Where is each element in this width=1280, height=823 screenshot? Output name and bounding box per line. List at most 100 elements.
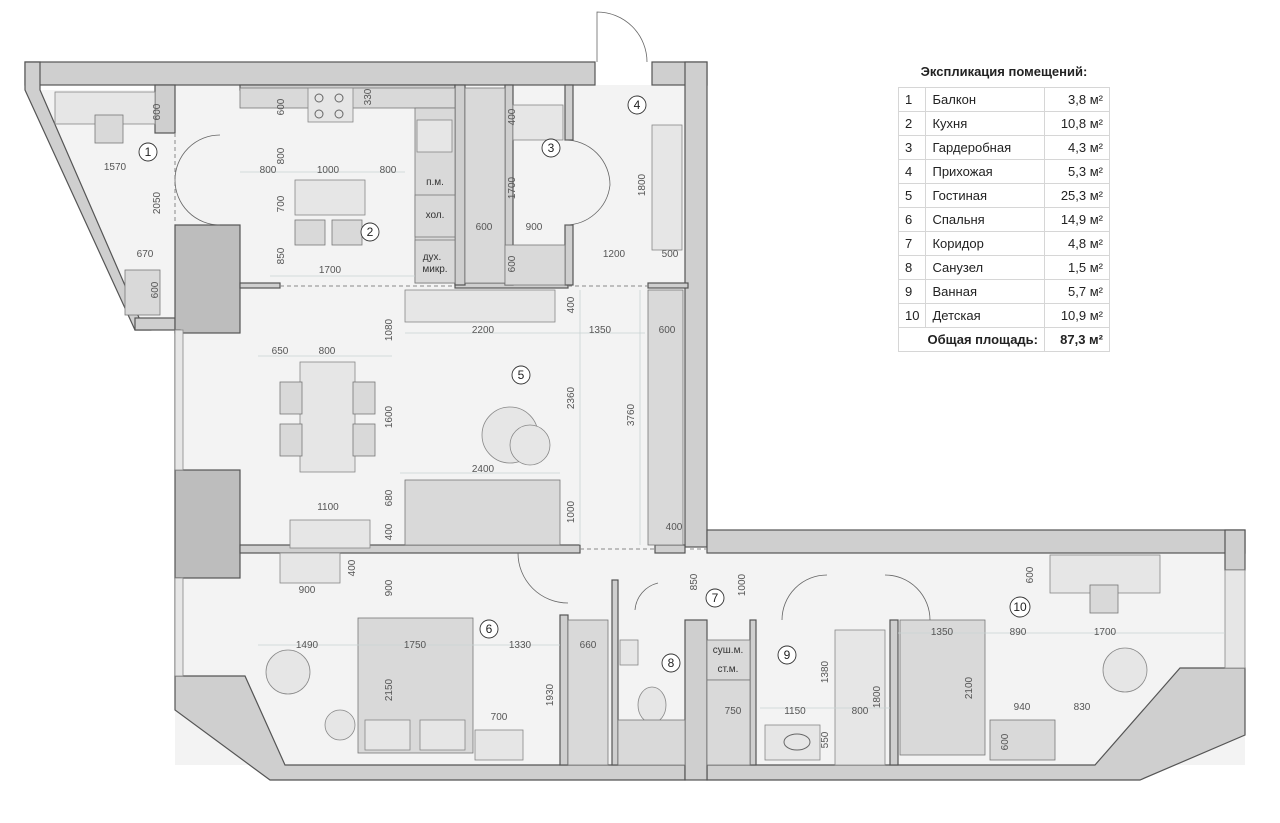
dim-label: 800 [276,147,287,164]
dim-label: 400 [384,523,395,540]
dim-label: 600 [1000,733,1011,750]
dim-label: 2360 [566,386,577,409]
oven-label-bottom: микр. [422,264,447,275]
dim-label: 400 [666,522,683,533]
legend-total-row: Общая площадь:87,3 м² [898,327,1110,352]
room-number-4: 4 [634,98,641,112]
dim-label: 1080 [384,318,395,341]
dim-label: 600 [659,325,676,336]
dim-label: 2200 [472,325,495,336]
dim-label: 400 [566,296,577,313]
dim-label: 1930 [545,683,556,706]
fridge-label: хол. [426,210,445,221]
room-number-7: 7 [712,591,719,605]
washer-label: ст.м. [718,664,739,675]
dim-label: 500 [662,249,679,260]
dim-label: 1000 [317,165,340,176]
dim-label: 800 [852,706,869,717]
living-room-furniture [279,289,684,549]
dim-label: 850 [689,573,700,590]
dim-label: 1000 [566,500,577,523]
dim-label: 600 [276,98,287,115]
dim-label: 900 [299,585,316,596]
dim-label: 600 [152,103,163,120]
dim-label: 400 [347,559,358,576]
dim-label: 1700 [507,176,518,199]
dim-label: 1200 [603,249,626,260]
dim-label: 830 [1074,702,1091,713]
dim-label: 2150 [384,678,395,701]
dishwasher-label: п.м. [426,177,444,188]
dim-label: 400 [507,108,518,125]
dim-label: 1700 [319,265,342,276]
dim-label: 800 [380,165,397,176]
doors [174,11,931,621]
dim-label: 1380 [820,660,831,683]
dryer-label: суш.м. [713,645,743,656]
dim-label: 890 [1010,627,1027,638]
dim-label: 550 [820,731,831,748]
dim-label: 600 [507,255,518,272]
balcony-furniture [54,91,161,316]
dim-label: 1700 [1094,627,1117,638]
room-number-8: 8 [668,656,675,670]
dim-label: 1000 [737,573,748,596]
dim-label: 1100 [317,502,339,513]
dimension-labels: 600 330 600 1570 2050 670 800 800 1000 8… [104,88,1117,750]
room-number-9: 9 [784,648,791,662]
dim-label: 1570 [104,162,127,173]
total-area-label: Общая площадь: [898,327,1045,352]
dim-label: 670 [137,249,154,260]
kids-room-furniture [899,554,1161,761]
dim-label: 680 [384,489,395,506]
total-area-value: 87,3 м² [1044,327,1110,352]
room-number-10: 10 [1013,600,1027,614]
dim-label: 3760 [626,403,637,426]
dim-label: 2050 [152,191,163,214]
room-number-1: 1 [145,145,152,159]
dim-label: 940 [1014,702,1031,713]
windows [174,329,1246,677]
dim-label: 650 [272,346,289,357]
room-markers: 1 2 3 4 5 6 7 8 9 10 [138,95,1031,673]
oven-label-top: дух. [423,252,442,263]
dim-label: 700 [276,195,287,212]
dim-label: 330 [363,88,374,105]
wardrobe [464,87,683,286]
dim-label: 900 [384,579,395,596]
dim-label: 800 [260,165,277,176]
dim-label: 1350 [589,325,612,336]
dim-label: 1800 [872,685,883,708]
dim-label: 1350 [931,627,954,638]
bedroom-furniture [265,552,609,766]
room-number-5: 5 [518,368,525,382]
dim-label: 700 [491,712,508,723]
dim-label: 1150 [784,706,806,717]
dim-label: 850 [276,247,287,264]
dim-label: 1490 [296,640,319,651]
dim-label: 900 [526,222,543,233]
room-number-2: 2 [367,225,374,239]
room-number-6: 6 [486,622,493,636]
dim-label: 2100 [964,676,975,699]
dim-label: 600 [1025,566,1036,583]
walls [24,61,1246,781]
dim-label: 1600 [384,405,395,428]
dim-label: 600 [150,281,161,298]
dim-label: 600 [476,222,493,233]
dim-label: 1330 [509,640,532,651]
dim-label: 1800 [637,173,648,196]
dim-label: 2400 [472,464,495,475]
kitchen: п.м. хол. дух. микр. [239,87,456,284]
